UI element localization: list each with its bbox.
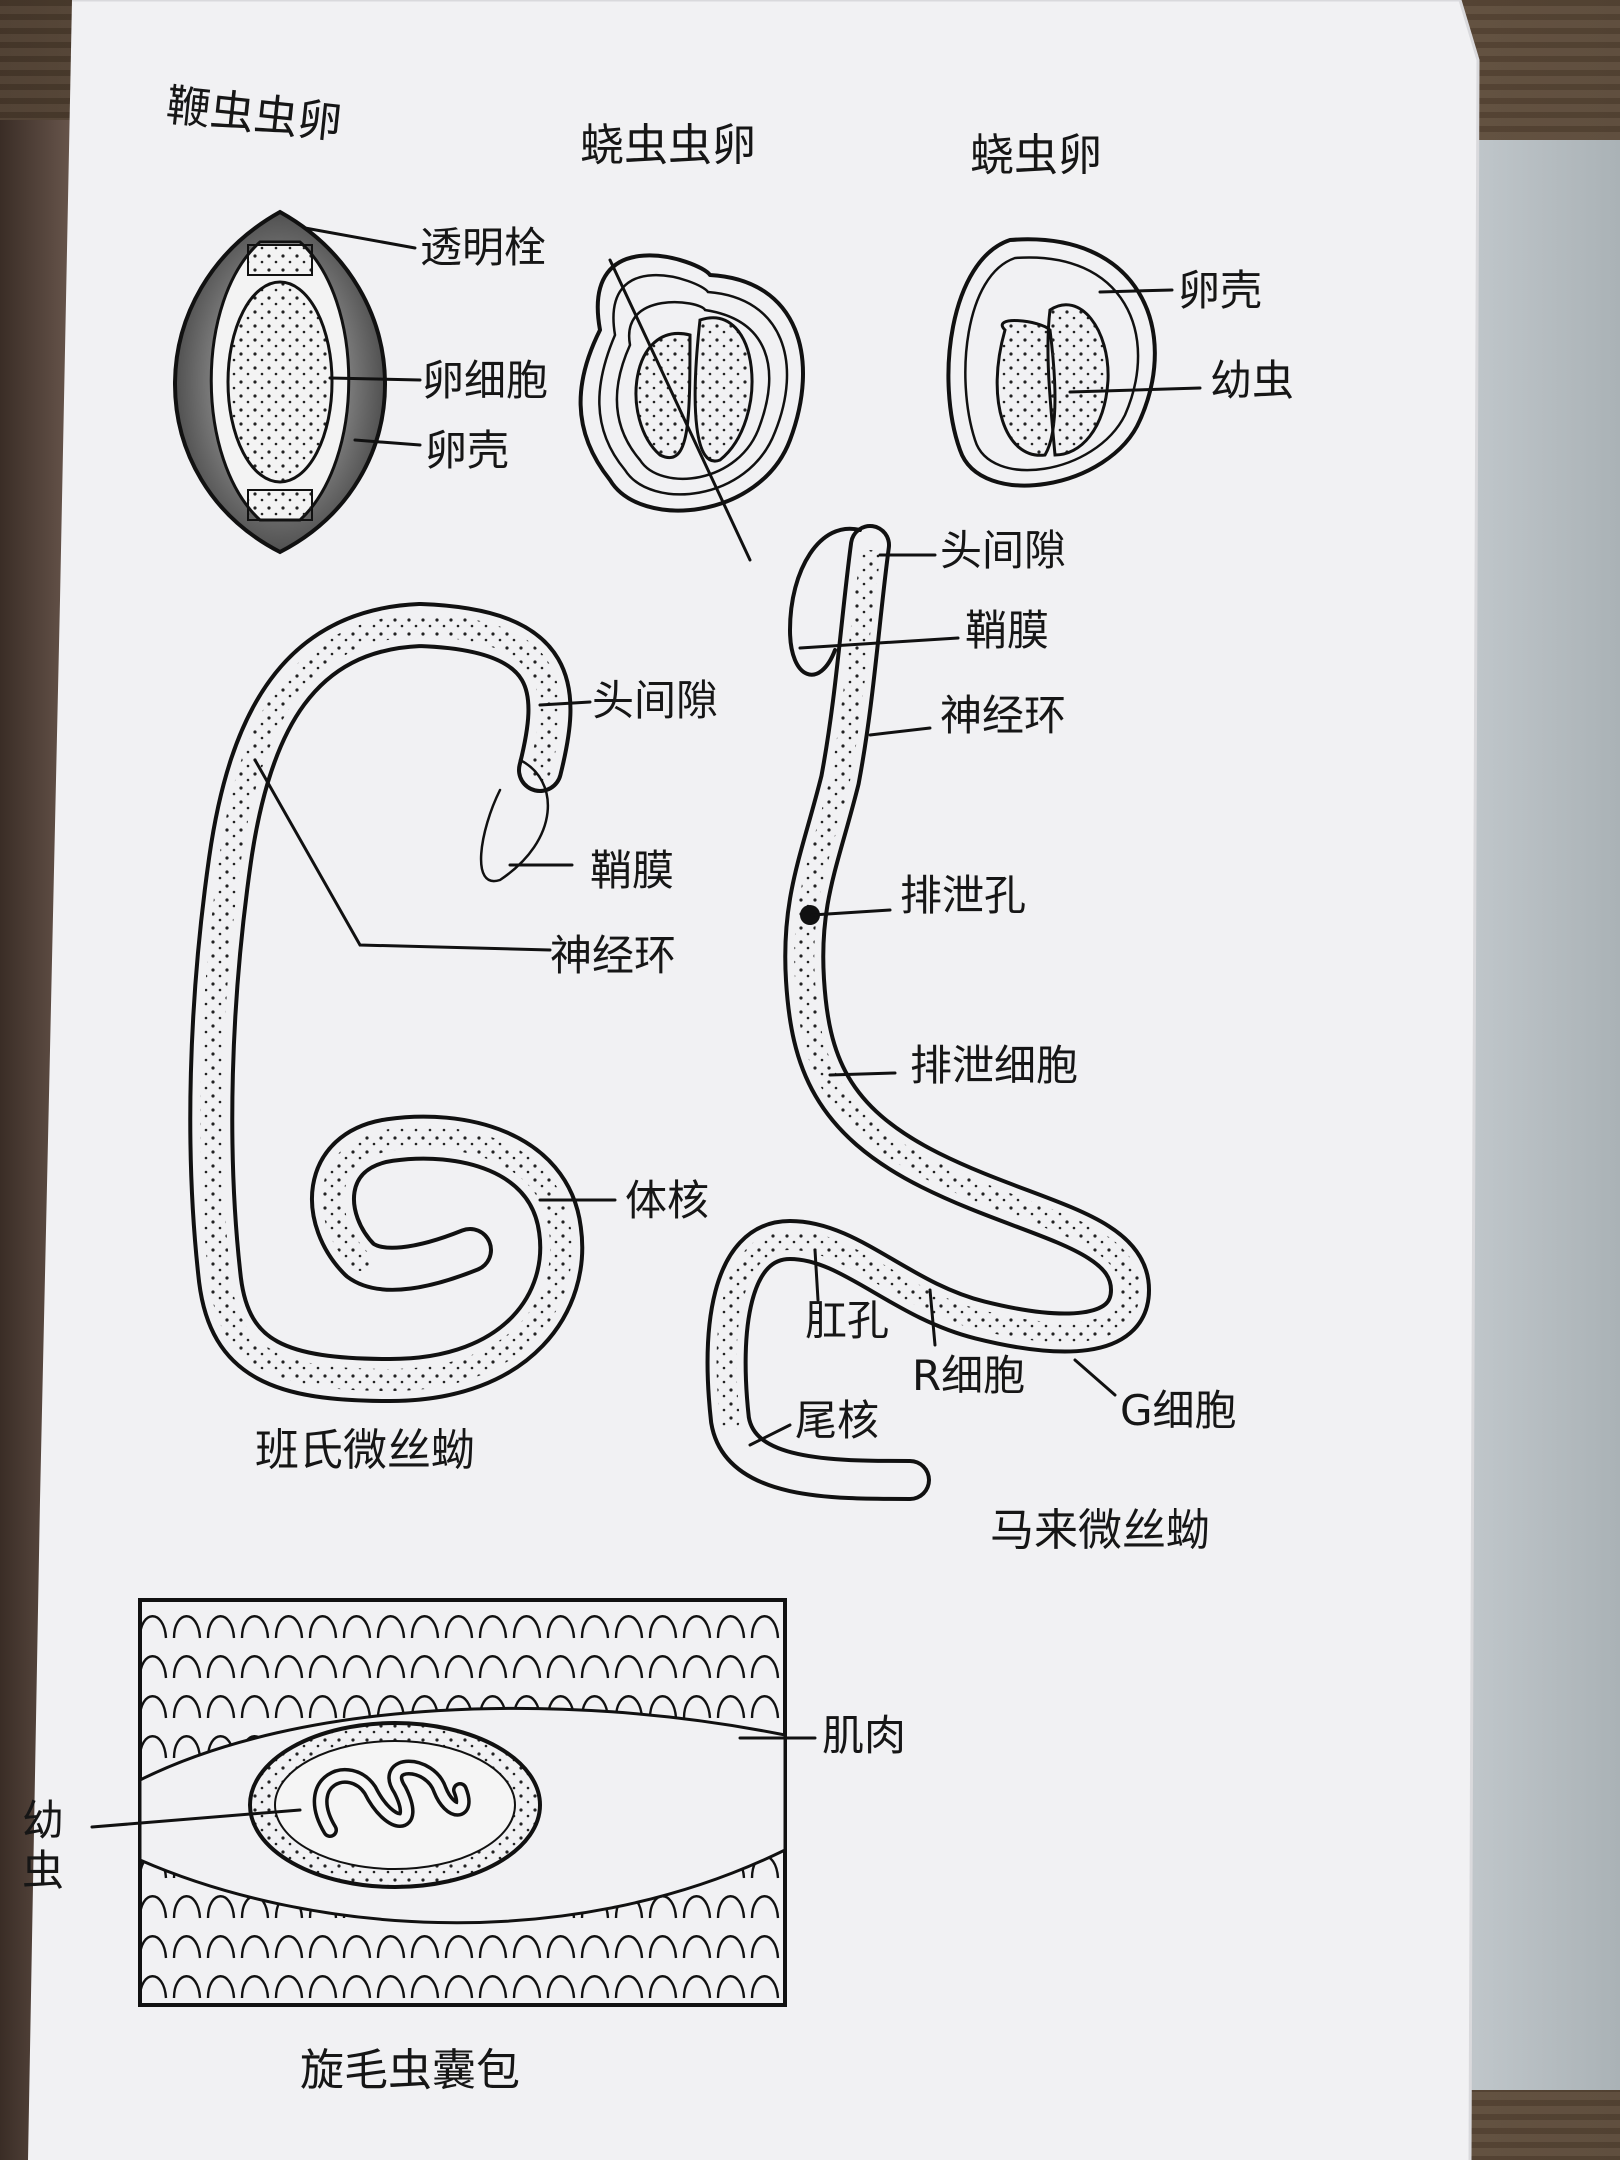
trichinella-cyst-drawing (138, 1598, 787, 2007)
label-shell-2: 卵壳 (1178, 266, 1262, 315)
label-egg-cell: 卵细胞 (422, 356, 548, 405)
pinworm-egg-2-title: 蛲虫卵 (970, 130, 1102, 181)
bancroft-label-cephalic-space: 头间隙 (592, 676, 718, 725)
malayi-label-anal-pore: 肛孔 (805, 1296, 889, 1345)
bancroft-microfilaria-drawing (188, 602, 585, 1403)
label-egg-shell: 卵壳 (425, 426, 509, 475)
pinworm-egg-1-drawing (578, 253, 805, 562)
trichinella-title: 旋毛虫囊包 (300, 2045, 520, 2096)
label-larva-2: 幼虫 (1210, 356, 1294, 405)
trichuris-egg-drawing (173, 209, 387, 555)
malayi-label-r-cells: R细胞 (912, 1351, 1025, 1400)
malayi-label-cephalic-space: 头间隙 (940, 526, 1066, 575)
label-transparent-plug: 透明栓 (420, 223, 546, 272)
bancroft-label-body-nuclei: 体核 (625, 1176, 709, 1225)
malayi-microfilaria-drawing (705, 524, 1151, 1501)
bancroft-label-nerve-ring: 神经环 (550, 931, 676, 980)
malayi-label-excretory-cell: 排泄细胞 (910, 1041, 1078, 1090)
malayi-label-tail-nuclei: 尾核 (795, 1396, 879, 1445)
malayi-title: 马来微丝蚴 (990, 1505, 1210, 1556)
trichinella-label-muscle: 肌肉 (822, 1711, 906, 1760)
trichinella-label-larva-2: 虫 (22, 1846, 64, 1895)
malayi-label-excretory-pore: 排泄孔 (900, 871, 1026, 920)
pinworm-egg-1-title: 蛲虫虫卵 (580, 120, 756, 171)
malayi-label-g-cell: G细胞 (1120, 1386, 1237, 1435)
trichinella-label-larva-1: 幼 (22, 1796, 64, 1845)
malayi-label-nerve-ring: 神经环 (940, 691, 1066, 740)
pinworm-egg-2-drawing (946, 237, 1157, 488)
bancroft-title: 班氏微丝蚴 (255, 1425, 475, 1476)
malayi-label-sheath: 鞘膜 (965, 606, 1049, 655)
bancroft-label-sheath: 鞘膜 (590, 846, 674, 895)
